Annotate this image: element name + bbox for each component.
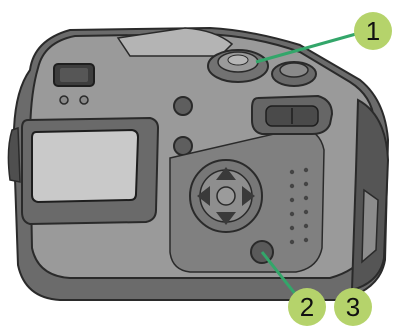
camera-grip-highlight: [362, 190, 378, 262]
strap-lug: [8, 128, 20, 182]
viewfinder-glass: [60, 68, 88, 82]
indicator-led-left: [60, 96, 68, 104]
callout-1: 1: [354, 12, 392, 50]
callout-1-label: 1: [366, 16, 380, 46]
callout-3-label: 3: [346, 292, 360, 322]
button-middle: [174, 137, 192, 155]
button-top: [174, 97, 192, 115]
callout-2: 2: [288, 288, 326, 326]
indicator-led-right: [80, 96, 88, 104]
zoom-lever: [252, 96, 332, 134]
callout-3: 3: [334, 288, 372, 326]
camera-icon: [8, 28, 388, 300]
callout-2-label: 2: [300, 292, 314, 322]
shutter-button-icon: [208, 50, 268, 82]
four-way-dpad-icon: [190, 160, 262, 232]
mode-dial-top: [280, 63, 308, 77]
lcd-screen: [32, 130, 138, 202]
